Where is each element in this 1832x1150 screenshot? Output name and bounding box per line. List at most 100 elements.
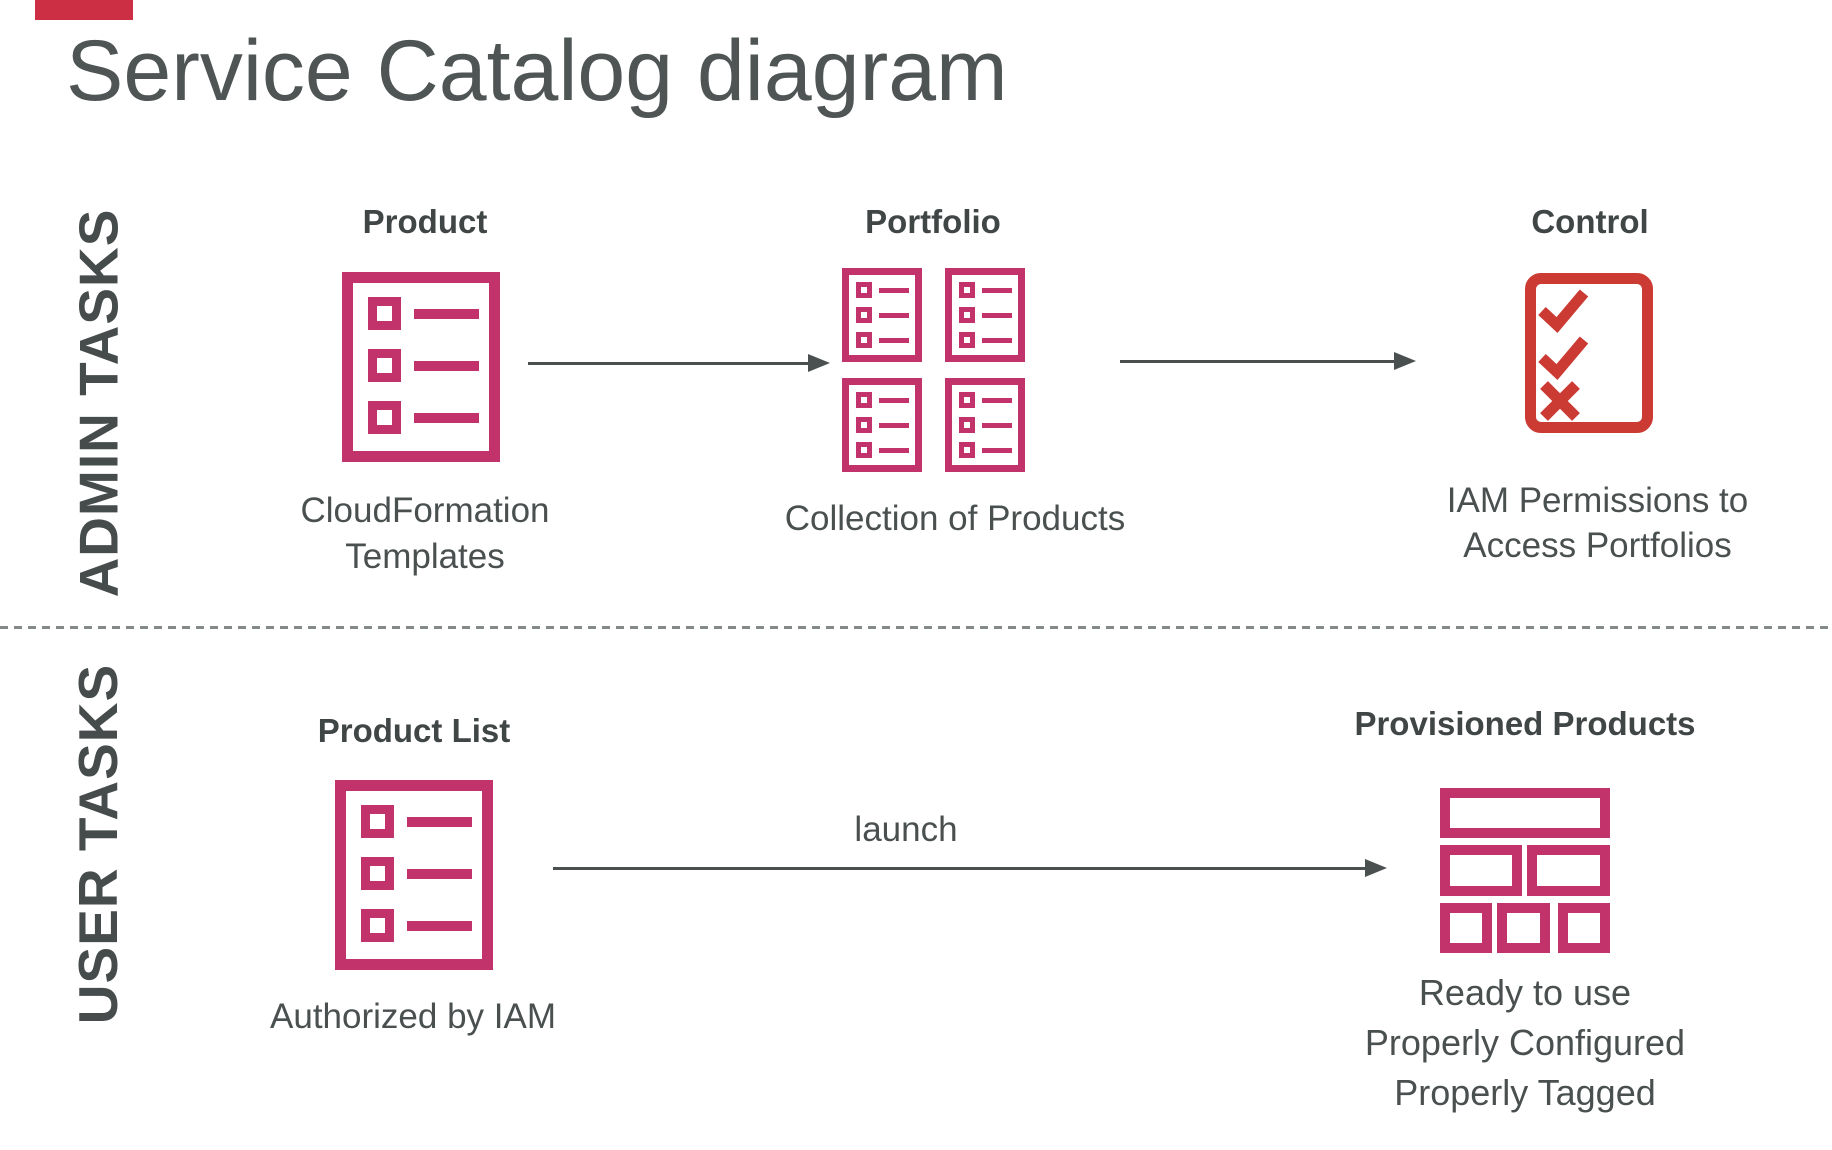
text-line-icon	[414, 308, 479, 319]
text-line-icon	[407, 868, 472, 879]
text-line-icon	[414, 360, 479, 371]
checkmark-icon	[1538, 336, 1589, 380]
admin-tasks-text: ADMIN TASKS	[67, 208, 130, 598]
control-label: Control	[1531, 203, 1649, 240]
list-item-row	[959, 392, 1018, 408]
arrow-product-to-portfolio-icon	[528, 354, 830, 372]
bullet-square-icon	[856, 307, 872, 323]
list-item-row	[959, 282, 1018, 298]
list-item-row	[856, 392, 915, 408]
product-list-caption: Authorized by IAM	[270, 997, 556, 1036]
list-item-row	[856, 442, 915, 458]
user-tasks-text: USER TASKS	[67, 663, 130, 1025]
arrow-head-icon	[808, 354, 830, 372]
bullet-square-icon	[856, 332, 872, 348]
caption-line: Ready to use	[1418, 972, 1632, 1013]
bullet-square-icon	[368, 349, 401, 382]
arrow-portfolio-to-control-icon	[1120, 352, 1416, 370]
text-line-icon	[879, 337, 909, 343]
user-product-list-icon	[335, 780, 493, 970]
page-title: Service Catalog diagram	[66, 23, 1008, 119]
text-line-icon	[879, 312, 909, 318]
text-line-icon	[982, 447, 1012, 453]
block-rect-icon	[1497, 903, 1550, 953]
list-item-row	[959, 442, 1018, 458]
bullet-square-icon	[959, 417, 975, 433]
arrow-shaft	[1120, 360, 1396, 363]
bullet-square-icon	[368, 401, 401, 434]
x-mark-icon	[1540, 381, 1580, 421]
arrow-shaft	[553, 867, 1367, 870]
list-item-row	[361, 909, 482, 942]
text-line-icon	[982, 337, 1012, 343]
text-line-icon	[982, 312, 1012, 318]
product-label: Product	[362, 203, 488, 240]
product-list-label: Product List	[317, 712, 511, 749]
bullet-square-icon	[361, 909, 394, 942]
checklist-marks-icon	[1538, 289, 1589, 421]
bullet-square-icon	[959, 442, 975, 458]
caption-line: Properly Tagged	[1394, 1072, 1656, 1113]
arrow-launch-icon	[553, 859, 1387, 877]
list-item-row	[368, 297, 489, 330]
bullet-square-icon	[856, 282, 872, 298]
portfolio-caption: Collection of Products	[784, 499, 1126, 538]
list-item-row	[361, 857, 482, 890]
control-caption: IAM Permissions to Access Portfolios	[1446, 481, 1749, 565]
block-rect-icon	[1440, 788, 1610, 838]
slide-accent-bar	[35, 0, 133, 20]
text-line-icon	[879, 287, 909, 293]
caption-line: Properly Configured	[1364, 1022, 1686, 1063]
list-item-row	[856, 417, 915, 433]
provisioned-products-label: Provisioned Products	[1354, 705, 1696, 742]
arrow-head-icon	[1365, 859, 1387, 877]
checkmark-icon	[1538, 289, 1589, 333]
bullet-square-icon	[856, 392, 872, 408]
block-rect-icon	[1558, 903, 1610, 953]
user-tasks-row-label: USER TASKS	[38, 664, 158, 1024]
launch-arrow-label: launch	[854, 810, 958, 849]
block-rect-icon	[1440, 845, 1522, 896]
list-item-row	[959, 307, 1018, 323]
text-line-icon	[879, 422, 909, 428]
portfolio-label: Portfolio	[865, 203, 1001, 240]
text-line-icon	[407, 920, 472, 931]
portfolio-mini-list-icon	[945, 268, 1025, 362]
admin-tasks-row-label: ADMIN TASKS	[38, 198, 158, 608]
portfolio-mini-list-icon	[842, 268, 922, 362]
arrow-shaft	[528, 362, 810, 365]
product-list-icon	[342, 272, 500, 462]
text-line-icon	[982, 422, 1012, 428]
list-item-row	[856, 282, 915, 298]
list-item-row	[361, 805, 482, 838]
text-line-icon	[982, 397, 1012, 403]
block-rect-icon	[1440, 903, 1492, 953]
bullet-square-icon	[856, 442, 872, 458]
provisioned-products-caption: Ready to use Properly Configured Properl…	[1330, 968, 1720, 1118]
list-item-row	[856, 307, 915, 323]
bullet-square-icon	[959, 392, 975, 408]
arrow-head-icon	[1394, 352, 1416, 370]
bullet-square-icon	[959, 307, 975, 323]
provisioned-products-icon	[1440, 788, 1610, 953]
portfolio-icon-grid	[842, 268, 1025, 472]
product-caption: CloudFormation Templates	[300, 491, 550, 576]
portfolio-mini-list-icon	[945, 378, 1025, 472]
list-item-row	[368, 401, 489, 434]
text-line-icon	[879, 447, 909, 453]
text-line-icon	[407, 816, 472, 827]
portfolio-mini-list-icon	[842, 378, 922, 472]
bullet-square-icon	[361, 857, 394, 890]
bullet-square-icon	[959, 282, 975, 298]
bullet-square-icon	[361, 805, 394, 838]
text-line-icon	[879, 397, 909, 403]
bullet-square-icon	[368, 297, 401, 330]
control-checklist-icon	[1525, 273, 1653, 433]
list-item-row	[959, 417, 1018, 433]
list-item-row	[856, 332, 915, 348]
text-line-icon	[414, 412, 479, 423]
bullet-square-icon	[959, 332, 975, 348]
bullet-square-icon	[856, 417, 872, 433]
list-item-row	[368, 349, 489, 382]
